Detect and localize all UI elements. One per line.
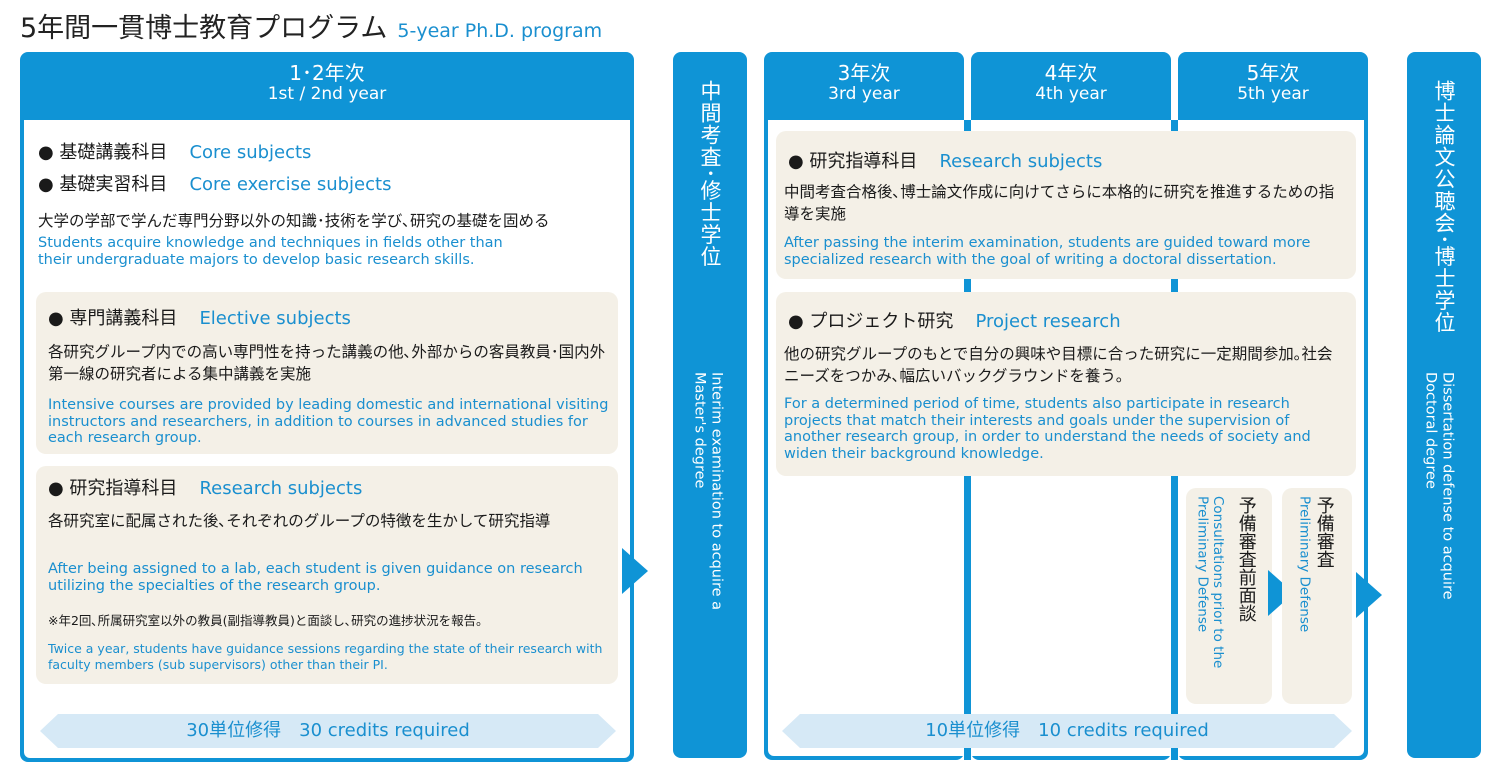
late-research-desc-jp: 中間考査合格後､博士論文作成に向けてさらに本格的に研究を推進するための指導を実施 [784,183,1335,224]
research-jp: ● 研究指導科目 [48,478,178,499]
prelim-en: Preliminary Defense [1296,496,1313,633]
arrow-right-icon [1268,570,1294,616]
prelim-box [1282,488,1352,704]
year5-header: 5年次 5th year [1178,62,1368,105]
final-bar [1407,52,1481,758]
research-desc-en: After being assigned to a lab, each stud… [48,561,583,594]
project-jp: ● プロジェクト研究 [788,311,954,332]
year12-label-jp: 1･2年次 [289,61,365,85]
core-subjects-line: ● 基礎講義科目 Core subjects [38,138,311,164]
year5-label-jp: 5年次 [1246,61,1300,85]
late-research-box [776,131,1356,279]
year12-header: 1･2年次 1st / 2nd year [20,62,634,105]
year4-label-jp: 4年次 [1044,61,1098,85]
elective-line: ● 専門講義科目 Elective subjects [48,304,351,330]
core-exercise-line: ● 基礎実習科目 Core exercise subjects [38,170,391,196]
credits-10-bar [782,714,1352,748]
research-box [36,466,618,684]
year5-label-en: 5th year [1237,84,1309,104]
credits-10: 10単位修得 10 credits required [782,715,1352,747]
core-desc-jp: 大学の学部で学んだ専門分野以外の知識･技術を学び､研究の基礎を固める [38,212,550,230]
year3-header: 3年次 3rd year [764,62,964,105]
research-en: Research subjects [199,478,363,499]
research-desc-jp: 各研究室に配属された後､それぞれのグループの特徴を生かして研究指導 [48,512,551,530]
elective-desc-jp: 各研究グループ内での高い専門性を持った講義の他､外部からの客員教員･国内外第一線… [48,343,606,384]
final-jp: 博士論文公聴会･博士学位 [1432,80,1456,334]
year12-label-en: 1st / 2nd year [267,84,387,104]
research-line: ● 研究指導科目 Research subjects [48,474,362,500]
core-ex-jp: ● 基礎実習科目 [38,174,168,195]
prelim-jp: 予備審査 [1313,496,1335,568]
year4-label-en: 4th year [1035,84,1107,104]
core-ex-en: Core exercise subjects [189,174,392,195]
title-en: 5-year Ph.D. program [397,20,603,42]
year3-label-en: 3rd year [828,84,900,104]
note-jp: ※年2回､所属研究室以外の教員(副指導教員)と面談し､研究の進捗状況を報告｡ [48,613,483,628]
interim-en: Interim examination to acquire a Master'… [691,372,725,611]
note-en: Twice a year, students have guidance ses… [48,641,603,673]
late-research-jp: ● 研究指導科目 [788,151,918,172]
project-desc-jp: 他の研究グループのもとで自分の興味や目標に合った研究に一定期間参加｡社会ニーズを… [784,345,1333,386]
core-desc-en: Students acquire knowledge and technique… [38,235,503,268]
core-jp: ● 基礎講義科目 [38,142,168,163]
elective-desc-en: Intensive courses are provided by leadin… [48,397,609,447]
arrow-right-icon [622,548,648,594]
elective-en: Elective subjects [199,308,351,329]
consult-box [1186,488,1272,704]
elective-box [36,292,618,454]
year4-header: 4年次 4th year [971,62,1171,105]
arrow-right-icon [1356,572,1382,618]
late-research-line: ● 研究指導科目 Research subjects [788,147,1102,173]
interim-jp: 中間考査･修士学位 [698,80,722,268]
project-box [776,292,1356,476]
credits-30-text: 30単位修得 30 credits required [186,720,470,741]
credits-30-bar [40,714,616,748]
late-research-desc-en: After passing the interim examination, s… [784,235,1311,268]
project-line: ● プロジェクト研究 Project research [788,307,1121,333]
credits-30: 30単位修得 30 credits required [40,715,616,747]
project-en: Project research [975,311,1121,332]
interim-bar [673,52,747,758]
project-desc-en: For a determined period of time, student… [784,396,1311,463]
credits-10-text: 10単位修得 10 credits required [925,720,1209,741]
core-en: Core subjects [189,142,312,163]
page-title: 5年間一貫博士教育プログラム 5-year Ph.D. program [20,6,602,45]
title-jp: 5年間一貫博士教育プログラム [20,13,388,44]
year3-label-jp: 3年次 [837,61,891,85]
late-research-en: Research subjects [939,151,1103,172]
final-en: Dissertation defense to acquire Doctoral… [1422,372,1456,600]
consult-jp: 予備審査前面談 [1235,496,1257,622]
consult-en: Consultations prior to the Preliminary D… [1194,496,1227,669]
elective-jp: ● 専門講義科目 [48,308,178,329]
